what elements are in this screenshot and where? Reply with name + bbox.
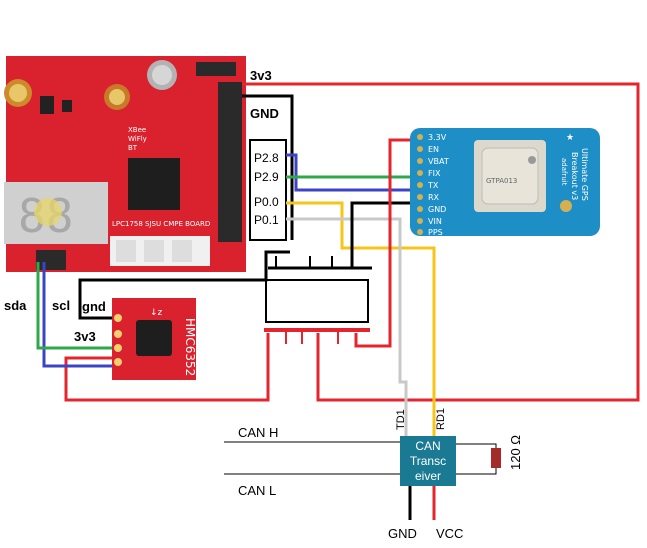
label-3v3-top: 3v3 [250, 68, 272, 83]
wire-black-compass-gnd [78, 250, 290, 320]
gps-dot [417, 170, 423, 176]
label-sda: sda [4, 298, 27, 313]
gps-pin-tx: TX [427, 181, 439, 190]
resistor-top-wire [456, 443, 497, 448]
label-gnd-compass: gnd [82, 299, 106, 314]
pin-p2-8: P2.8 [254, 151, 279, 165]
gps-dot [417, 146, 423, 152]
gps-pin-vbat: VBAT [428, 157, 449, 166]
connector-b [144, 240, 164, 262]
can-l-label: CAN L [238, 483, 276, 498]
can-h-label: CAN H [238, 425, 278, 440]
gps-pin-list: 3.3V EN VBAT FIX TX RX GND VIN PPS [427, 133, 449, 237]
pin-p0-0: P0.0 [254, 195, 279, 209]
can-section: 120 Ω CAN Transc eiver TD1 RD1 CAN H CAN… [224, 408, 523, 541]
compass-pin-gnd [114, 314, 122, 322]
mcu-board: XBee WiFly BT LPC1758 SJSU CMPE BOARD 88 [4, 56, 246, 272]
connector-c [172, 240, 192, 262]
breadboard-bus [264, 256, 372, 344]
label-gnd-top: GND [250, 106, 279, 121]
gps-pin-rx: RX [428, 193, 440, 202]
gps-dot [417, 218, 423, 224]
gps-module-name: GTPA013 [486, 177, 517, 185]
resistor-label: 120 Ω [508, 435, 523, 470]
gps-dot [417, 194, 423, 200]
board-chip-small [40, 96, 54, 114]
td1-label: TD1 [395, 409, 407, 430]
gps-pin-vin: VIN [428, 217, 442, 226]
silk-board-name: LPC1758 SJSU CMPE BOARD [112, 220, 210, 228]
gps-dot [417, 134, 423, 140]
pin-connector-box [249, 139, 287, 241]
compass-chip [136, 320, 172, 356]
gps-dot [417, 206, 423, 212]
gps-pin-marker [528, 156, 536, 164]
compass-pin-vcc [114, 330, 122, 338]
board-led-left-inner [9, 84, 27, 102]
compass-chip-label: HMC6352 [183, 318, 197, 376]
wire-blue-p28-rx [286, 153, 418, 192]
gps-pin-3v3: 3.3V [428, 133, 447, 142]
wire-black-gnd [242, 94, 294, 240]
wire-gray-p01-td1 [286, 217, 408, 436]
board-header-right [218, 82, 242, 242]
label-scl: scl [52, 298, 70, 313]
wire-red-main [242, 82, 640, 402]
board-pin-block [36, 250, 66, 270]
can-transceiver-box [400, 436, 456, 486]
gps-dot [417, 229, 423, 235]
gps-title-1: Ultimate GPS [580, 148, 589, 201]
battery-holder-inner [152, 65, 172, 85]
gps-title-2: Breakout v3 [570, 152, 579, 200]
rd1-label: RD1 [435, 408, 447, 430]
board-chip-tiny [62, 100, 72, 112]
compass-pin-scl [114, 358, 122, 366]
compass-board: ↓z HMC6352 [112, 298, 197, 380]
compass-pin-sda [114, 344, 122, 352]
gps-dot [417, 158, 423, 164]
board-led-center-inner [109, 89, 125, 105]
gps-pin-en: EN [428, 145, 439, 154]
silk-wifly: WiFly [128, 135, 147, 143]
display-highlight [34, 198, 62, 226]
wire-red-compass-3v3 [64, 333, 270, 402]
board-header-top [196, 62, 236, 76]
resistor-bottom-wire [456, 468, 497, 475]
can-label-1: CAN [415, 439, 440, 453]
silk-bt: BT [128, 144, 138, 152]
wire-blue-scl [42, 262, 118, 368]
can-gnd-label: GND [388, 526, 417, 541]
gps-board: GTPA013 3.3V EN VBAT FIX TX RX GND VIN P… [410, 128, 600, 237]
resistor [491, 448, 501, 468]
gps-antenna-inner [481, 147, 539, 205]
can-vcc-label: VCC [436, 526, 463, 541]
wire-yellow-p00-rd1 [286, 201, 436, 436]
label-3v3-compass: 3v3 [74, 329, 96, 344]
gps-pin-pps: PPS [428, 228, 443, 237]
gps-pin-fix: FIX [428, 169, 441, 178]
wire-green-sda [36, 262, 118, 350]
star-icon: ★ [566, 133, 574, 143]
pin-p2-9: P2.9 [254, 170, 279, 184]
gps-pin-gnd: GND [428, 205, 446, 214]
can-label-3: eiver [415, 469, 441, 483]
gps-brand: adafruit [560, 158, 568, 186]
silk-xbee: XBee [128, 126, 146, 134]
board-main-chip [128, 158, 180, 210]
breadboard-box [265, 279, 369, 323]
gps-ufl-connector [560, 200, 572, 212]
connector-a [116, 240, 136, 262]
gps-dot [417, 182, 423, 188]
pin-connector: P2.8 P2.9 P0.0 P0.1 [249, 139, 287, 241]
wire-red-gps-vin [354, 138, 418, 348]
gps-pin-dots [417, 134, 423, 235]
compass-axis-label: ↓z [150, 308, 163, 318]
pin-p0-1: P0.1 [254, 213, 279, 227]
can-label-2: Transc [410, 454, 446, 468]
wire-black-gps-gnd [350, 201, 418, 268]
